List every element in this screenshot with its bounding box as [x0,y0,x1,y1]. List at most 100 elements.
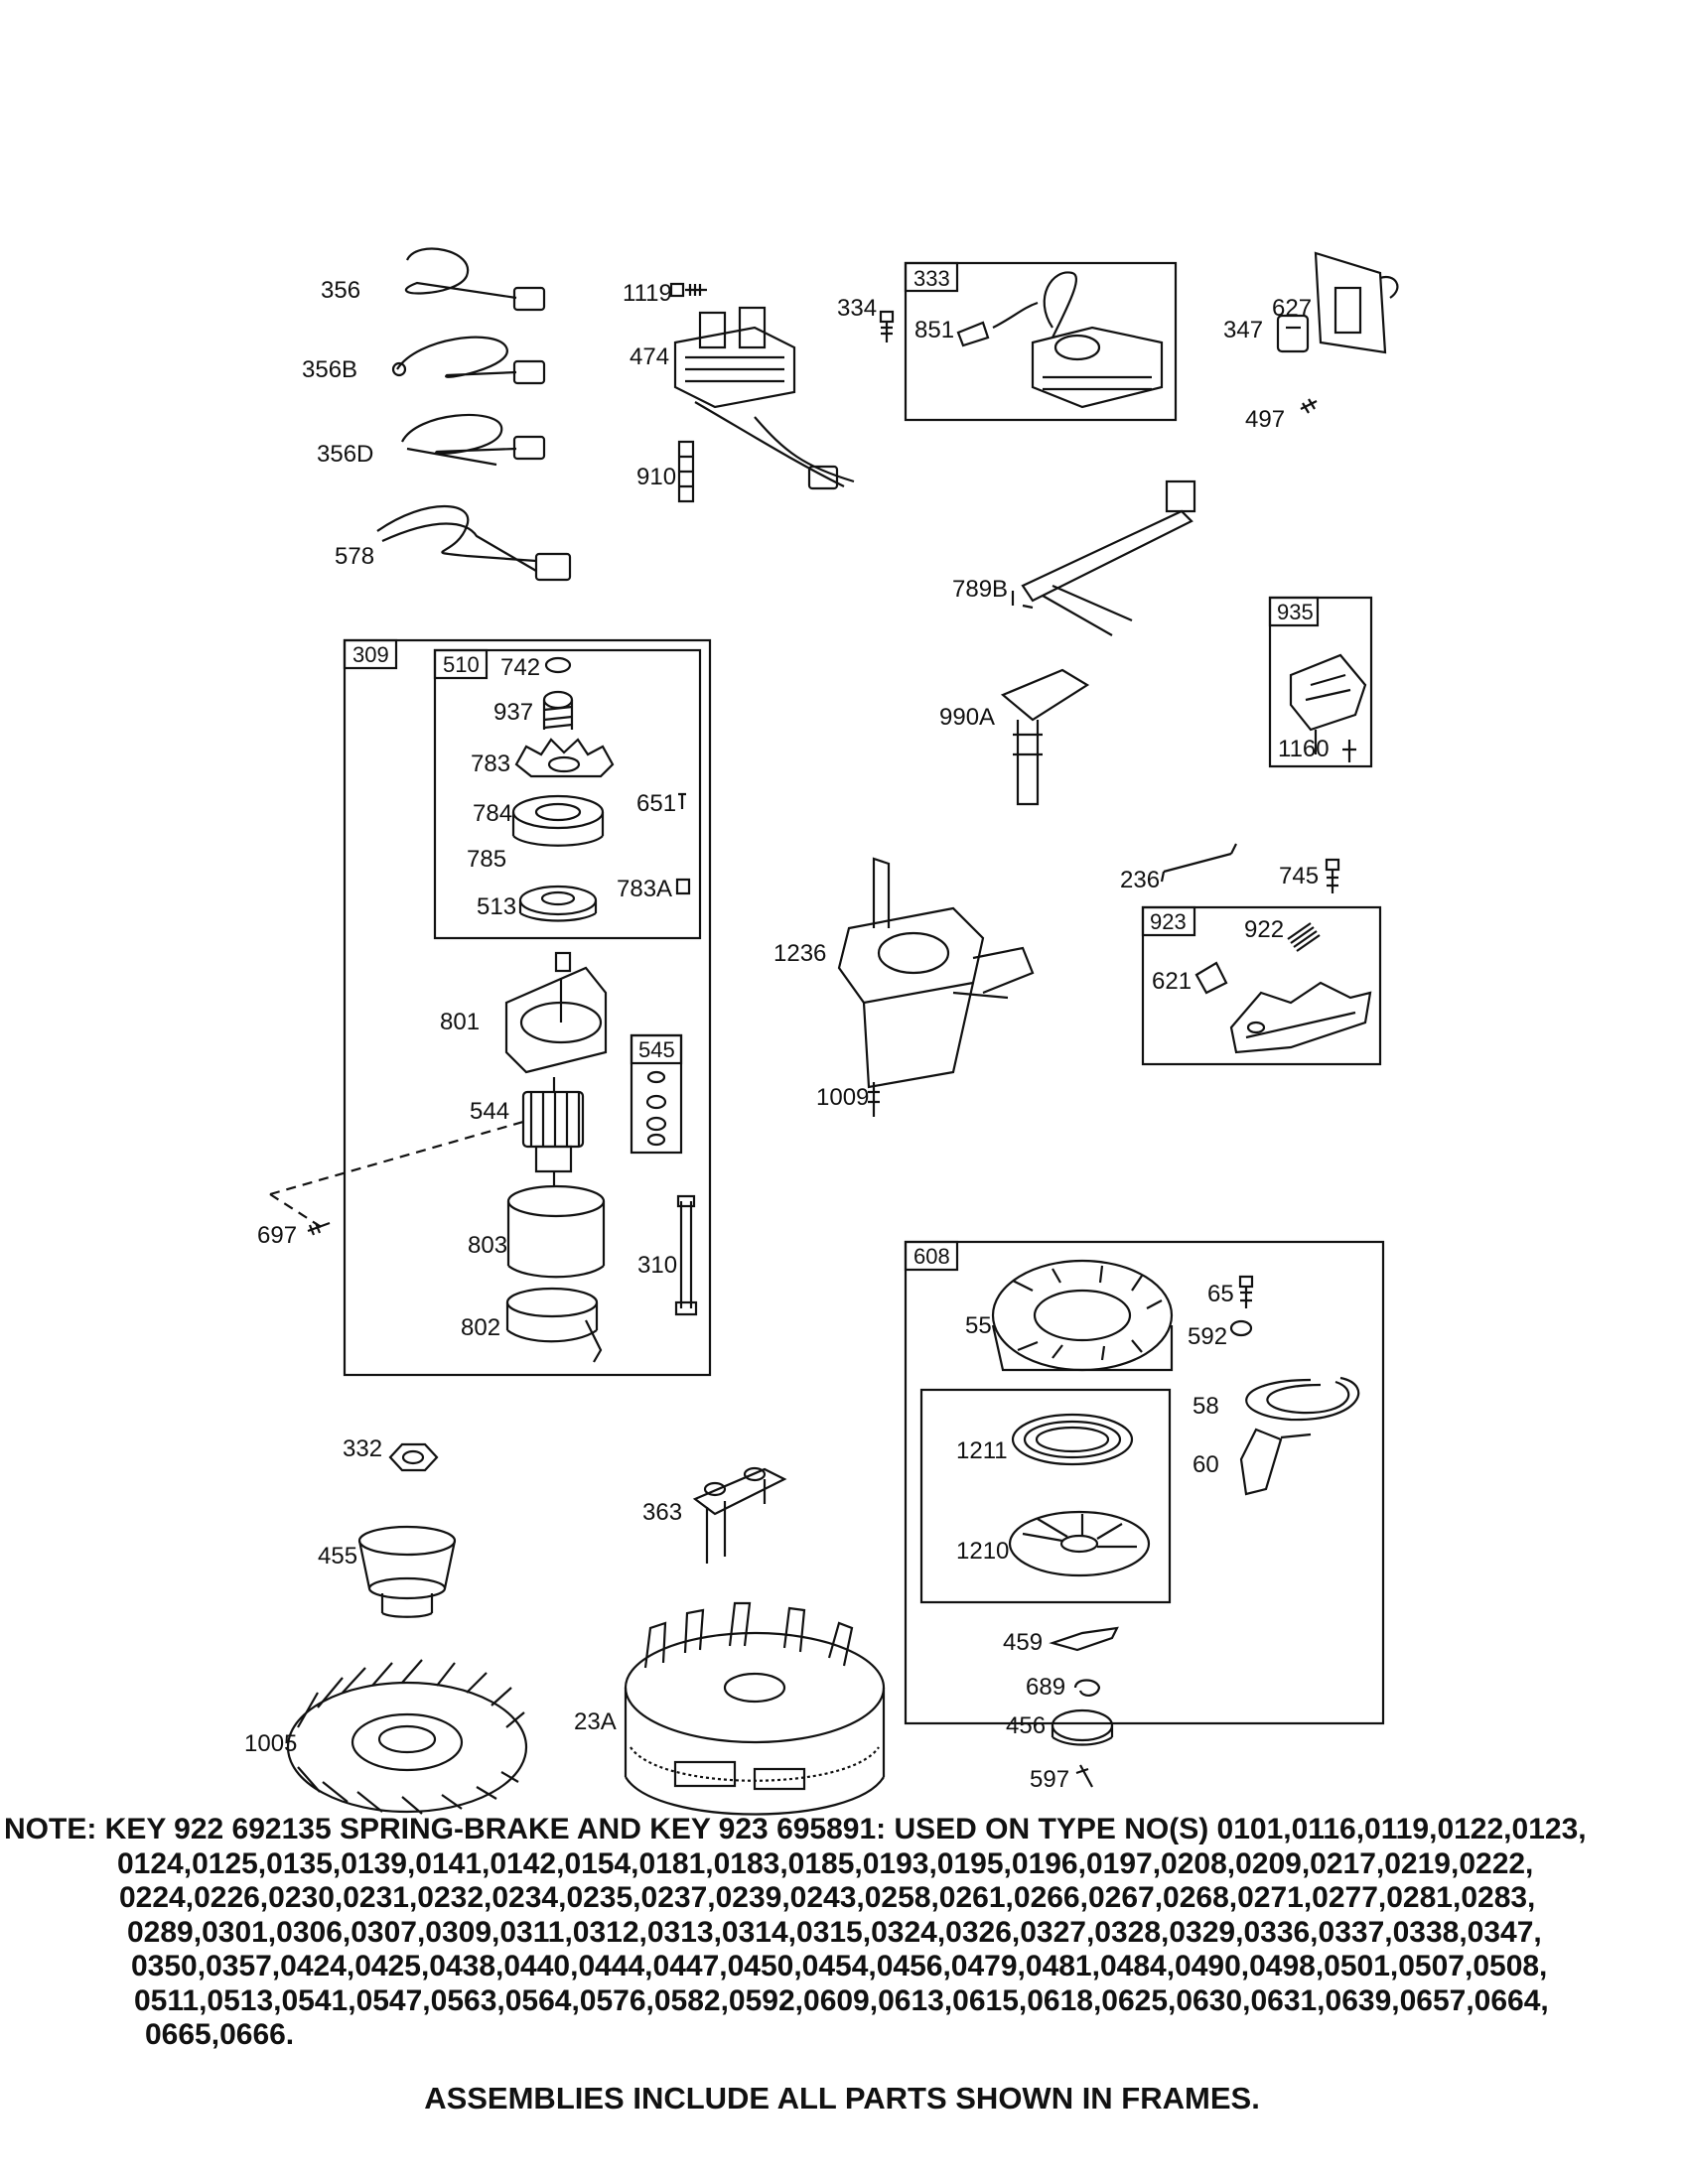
bolt-310 [674,1194,698,1316]
pin-651 [678,792,686,809]
screw-597 [1075,1764,1093,1788]
frame-309-label: 309 [352,642,389,667]
end-cap-801 [504,951,608,1074]
part-1236: 1236 [773,940,826,967]
clutch-784 [511,794,605,847]
frame-333 [904,261,1178,422]
brake-bracket [1229,981,1372,1054]
part-910: 910 [636,464,676,490]
frame-608 [904,1240,1385,1725]
frame-935-tag [1268,596,1320,627]
cup-455 [357,1525,457,1618]
frame-935-label: 935 [1277,600,1314,624]
part-937: 937 [493,699,533,726]
frame-923-label: 923 [1150,909,1187,934]
part-497: 497 [1245,406,1285,433]
screw-697 [307,1221,331,1236]
part-578: 578 [335,543,374,570]
wire-harness-356 [405,247,546,312]
wire-harness-356b [391,336,546,385]
starter-housing-55 [991,1259,1174,1372]
note-line-7: 0665,0666. [145,2018,295,2051]
part-310: 310 [637,1252,677,1279]
part-597: 597 [1030,1766,1069,1793]
part-60: 60 [1193,1451,1219,1478]
part-455: 455 [318,1543,357,1570]
flywheel-23a [624,1601,886,1816]
part-459: 459 [1003,1629,1043,1656]
part-1211: 1211 [956,1437,1008,1464]
part-474: 474 [630,343,669,370]
control-lever-990a [1000,668,1090,806]
spring-922 [1287,922,1321,952]
screw-1009 [868,1082,880,1117]
part-745: 745 [1279,863,1319,889]
end-cap-802 [505,1287,603,1363]
screw-497 [1300,398,1318,414]
throttle-link-789b [1011,479,1196,636]
part-456: 456 [1006,1712,1046,1739]
link-236 [1160,843,1237,883]
washers-545 [645,1070,667,1147]
note-line-1: NOTE: KEY 922 692135 SPRING-BRAKE AND KE… [4,1813,1587,1845]
part-356: 356 [321,277,360,304]
spacer-910 [677,440,695,503]
bracket-363 [692,1466,787,1564]
part-23a: 23A [574,1708,617,1735]
part-356b: 356B [302,356,357,383]
part-58: 58 [1193,1393,1219,1420]
nut-742 [544,656,572,674]
screw-65 [1238,1275,1254,1308]
part-332: 332 [343,1435,382,1462]
ignition-coil [992,271,1164,409]
screw-745 [1325,858,1340,893]
frame-923-tag [1141,905,1196,937]
frame-935 [1268,596,1373,768]
frame-608-label: 608 [913,1244,950,1269]
note-line-3: 0224,0226,0230,0231,0232,0234,0235,0237,… [119,1881,1536,1914]
frame-545-label: 545 [638,1037,675,1062]
part-236: 236 [1120,867,1160,893]
bracket-627 [1314,251,1399,354]
note-line-4: 0289,0301,0306,0307,0309,0311,0312,0313,… [127,1915,1542,1949]
retainer-689 [1073,1679,1101,1697]
pulley-1210 [1008,1510,1151,1577]
note-line-2: 0124,0125,0135,0139,0141,0142,0154,0181,… [117,1846,1534,1880]
part-784: 784 [473,800,512,827]
frame-333-label: 333 [913,266,950,291]
frame-309 [343,638,712,1377]
part-1119: 1119 [623,280,672,307]
part-802: 802 [461,1314,500,1341]
part-851: 851 [914,317,954,343]
note-line-5: 0350,0357,0424,0425,0438,0440,0444,0447,… [131,1950,1548,1982]
frame-608-tag [904,1240,959,1272]
spring-1211 [1011,1413,1134,1466]
part-785: 785 [467,846,506,873]
frame-333-tag [904,261,959,293]
wire-harness-356d [401,413,546,467]
part-627: 627 [1272,295,1312,322]
part-356d: 356D [317,441,373,468]
pawl-459 [1049,1626,1119,1652]
part-783: 783 [471,751,510,777]
cup-456 [1051,1708,1114,1746]
handle-60 [1239,1428,1312,1496]
part-363: 363 [642,1499,682,1526]
part-334: 334 [837,295,877,322]
ignition-armature-474 [673,306,855,490]
type-numbers-note: NOTE: KEY 922 692135 SPRING-BRAKE AND KE… [0,1813,1684,2053]
part-1210: 1210 [956,1538,1009,1565]
part-789b: 789B [952,576,1008,603]
flywheel-fan-1005 [286,1659,528,1815]
part-544: 544 [470,1098,509,1125]
housing-803 [506,1184,606,1279]
part-1160: 1160 [1278,736,1330,762]
frame-510 [433,648,702,940]
part-1005: 1005 [244,1730,297,1757]
assemblies-note: ASSEMBLIES INCLUDE ALL PARTS SHOWN IN FR… [424,2081,1260,2116]
frame-309-tag [343,638,398,670]
part-689: 689 [1026,1674,1065,1701]
screw-1119 [669,282,707,298]
part-651: 651 [636,790,676,817]
note-line-6: 0511,0513,0541,0547,0563,0564,0576,0582,… [134,1983,1549,2017]
